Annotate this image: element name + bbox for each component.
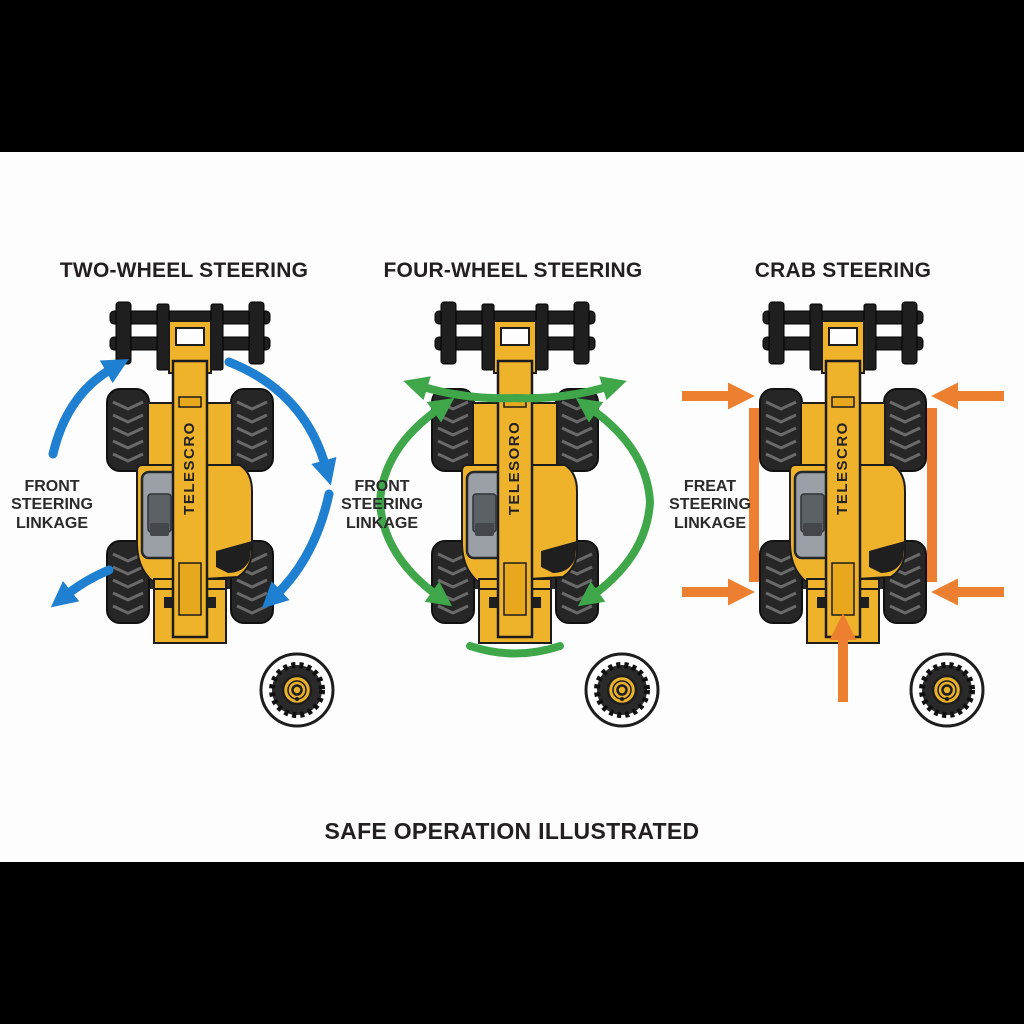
- panel-crab-figure: TELESCRO: [682, 296, 1004, 702]
- panel-two-wheel-figure: TELESCRO: [48, 296, 337, 708]
- turning-circle-arrows-blue: [48, 357, 337, 609]
- title-two-wheel-steering: TWO-WHEEL STEERING: [59, 259, 309, 282]
- boom-brand-text: TELESORO: [506, 421, 523, 516]
- title-crab-steering: CRAB STEERING: [754, 259, 932, 282]
- label-front-steering-linkage-2: FRONT STEERING LINKAGE: [341, 478, 423, 532]
- label-front-steering-linkage-1: FRONT STEERING LINKAGE: [11, 478, 93, 532]
- caption-safe-operation: SAFE OPERATION ILLUSTRATED: [324, 818, 700, 844]
- boom-brand-text: TELESCRO: [834, 421, 851, 515]
- lateral-arrows-orange: [682, 382, 1004, 702]
- title-four-wheel-steering: FOUR-WHEEL STEERING: [383, 259, 643, 282]
- top-letterbox-bar: [0, 0, 1024, 152]
- rotation-arc-arrows-green: [376, 376, 654, 658]
- bottom-letterbox-bar: [0, 862, 1024, 1024]
- wheel-detail-icon: [582, 650, 662, 730]
- wheel-detail-icon: [907, 650, 987, 730]
- wheel-detail-icon: [257, 650, 337, 730]
- boom-brand-text: TELESCRO: [181, 421, 198, 515]
- label-front-steering-linkage-3: FREAT STEERING LINKAGE: [669, 478, 751, 532]
- panel-four-wheel-figure: TELESORO: [376, 296, 654, 658]
